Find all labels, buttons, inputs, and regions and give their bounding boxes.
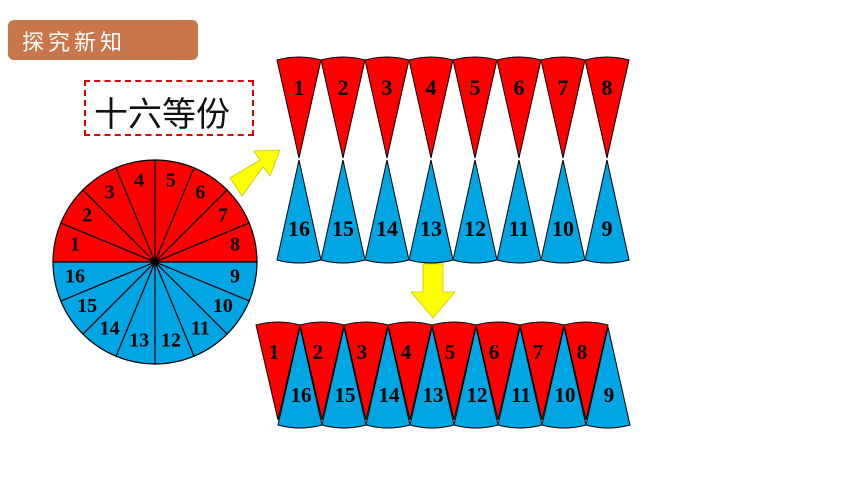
interlocked-top-sector	[563, 321, 609, 421]
bottom-sector-wedge	[408, 159, 454, 264]
bottom-sector-wedge	[584, 159, 630, 264]
circle-sector-label: 5	[166, 170, 176, 192]
interlocked-bottom-label: 13	[423, 383, 444, 407]
interlocked-top-label: 6	[489, 340, 500, 364]
circle-sector-label: 15	[77, 295, 97, 317]
top-sector-label: 2	[338, 75, 349, 100]
interlocked-top-label: 3	[357, 340, 368, 364]
interlocked-bottom-label: 15	[335, 383, 356, 407]
top-sector-wedge	[276, 56, 322, 159]
top-sector-label: 4	[426, 75, 437, 100]
bottom-sector-wedge	[320, 159, 366, 264]
circle-sector-label: 14	[100, 317, 120, 339]
bottom-sector-label: 9	[602, 216, 613, 241]
circle-sector-label: 4	[134, 170, 144, 192]
arrow-down-icon	[410, 263, 456, 319]
interlocked-bottom-sector	[585, 326, 631, 429]
section-title: 探究新知	[22, 31, 127, 56]
equal-parts-label: 十六等份	[94, 95, 230, 135]
top-sector-label: 3	[382, 75, 393, 100]
circle-sector-label: 10	[213, 295, 233, 317]
bottom-sector-wedge	[496, 159, 542, 264]
top-sector-label: 7	[558, 75, 569, 100]
top-sector-label: 5	[470, 75, 481, 100]
interlocked-bottom-label: 16	[291, 383, 312, 407]
separated-sectors-row: 1 16 2 15 3 14 4 13 5 12 6 11 7 10 8 9	[276, 56, 630, 264]
top-sector-wedge	[496, 56, 542, 159]
bottom-sector-label: 14	[376, 216, 398, 241]
top-sector-label: 6	[514, 75, 525, 100]
arrow-to-row-icon	[229, 149, 281, 197]
section-header-tab: 探究新知	[8, 20, 198, 60]
bottom-sector-wedge	[540, 159, 586, 264]
circle-sector-label: 11	[191, 317, 210, 339]
top-sector-wedge	[364, 56, 410, 159]
bottom-sector-label: 16	[288, 216, 310, 241]
circle-sector-label: 9	[230, 266, 240, 288]
bottom-sector-wedge	[452, 159, 498, 264]
interlocked-top-label: 4	[401, 340, 412, 364]
circle-center	[151, 258, 159, 266]
top-sector-label: 8	[602, 75, 613, 100]
interlocked-bottom-label: 10	[555, 383, 576, 407]
circle-sector-label: 1	[70, 234, 80, 256]
circle-sector-label: 6	[195, 182, 205, 204]
bottom-sector-label: 13	[420, 216, 442, 241]
circle-sector-label: 12	[161, 330, 181, 352]
arrows	[229, 149, 456, 319]
bottom-sector-label: 12	[464, 216, 486, 241]
top-sector-wedge	[452, 56, 498, 159]
equal-parts-label-box: 十六等份	[84, 80, 254, 136]
top-sector-wedge	[320, 56, 366, 159]
interlocked-top-label: 8	[577, 340, 588, 364]
interlocked-top-label: 7	[533, 340, 544, 364]
interlocked-bottom-label: 11	[511, 383, 531, 407]
circle-sector-label: 8	[230, 234, 240, 256]
bottom-sector-wedge	[276, 159, 322, 264]
bottom-sector-label: 10	[552, 216, 574, 241]
bottom-sector-label: 11	[509, 216, 530, 241]
circle-sector	[52, 261, 156, 302]
top-sector-wedge	[584, 56, 630, 159]
circle-sector-label: 13	[129, 330, 149, 352]
interlocked-top-label: 2	[313, 340, 324, 364]
top-sector-label: 1	[294, 75, 305, 100]
interlocked-bottom-label: 9	[604, 383, 615, 407]
circle-sector-label: 7	[218, 204, 228, 226]
interlocked-bottom-label: 12	[467, 383, 488, 407]
bottom-sector-label: 15	[332, 216, 354, 241]
interlocked-top-label: 1	[269, 340, 280, 364]
top-sector-wedge	[408, 56, 454, 159]
circle-sector-label: 2	[82, 204, 92, 226]
interlocked-top-label: 5	[445, 340, 456, 364]
circle-sector-label: 3	[105, 182, 115, 204]
top-sector-wedge	[540, 56, 586, 159]
circle-sector-label: 16	[65, 266, 85, 288]
interlocked-bottom-label: 14	[379, 383, 401, 407]
bottom-sector-wedge	[364, 159, 410, 264]
